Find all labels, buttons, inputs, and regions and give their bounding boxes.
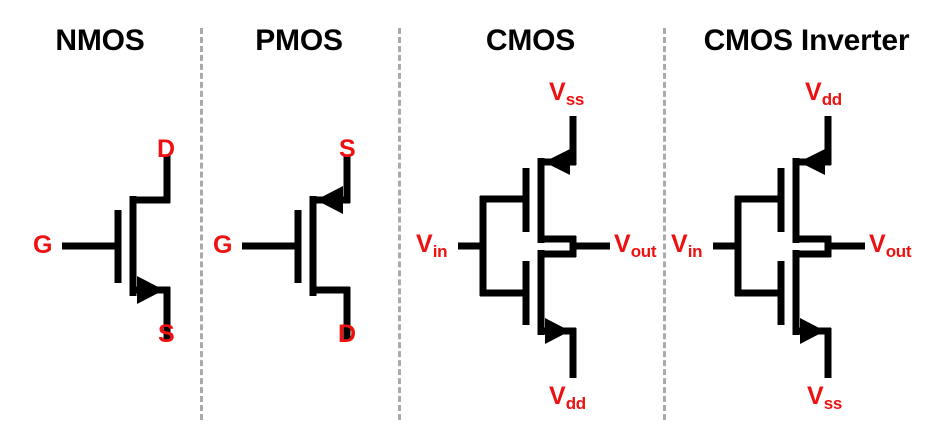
panel-title-cmos: CMOS xyxy=(485,24,576,57)
pmos-source-arrow-icon xyxy=(316,186,343,214)
cmos-input-label: Vin xyxy=(416,230,447,261)
nmos-symbol-diagram xyxy=(62,155,171,340)
inverter-output-label-sub: out xyxy=(885,242,912,261)
pmos-symbol-diagram xyxy=(242,155,351,340)
inverter-nmos-arrow-icon xyxy=(800,318,825,344)
nmos-drain-label-text: D xyxy=(157,135,176,163)
inverter-output-label: Vout xyxy=(869,230,912,261)
panel-title-cmos-inverter: CMOS Inverter xyxy=(703,24,910,57)
inverter-input-label: Vin xyxy=(671,230,702,261)
nmos-gate-label-text: G xyxy=(33,231,53,259)
pmos-drain-label-text: D xyxy=(338,320,357,348)
cmos-pmos-arrow-icon xyxy=(544,149,570,175)
cmos-supply-bottom-label-base: V xyxy=(549,382,566,410)
inverter-supply-top-label-base: V xyxy=(805,78,822,106)
cmos-input-label-base: V xyxy=(416,230,433,258)
pmos-gate-label-text: G xyxy=(213,231,233,259)
panel-divider-1 xyxy=(200,28,203,420)
cmos-supply-bottom-label: Vdd xyxy=(549,382,586,413)
cmos-output-label: Vout xyxy=(614,230,657,261)
panel-divider-2 xyxy=(398,28,401,420)
cmos-supply-bottom-label-sub: dd xyxy=(565,394,586,413)
pmos-source-label: S xyxy=(339,137,356,162)
cmos-supply-top-label-base: V xyxy=(549,78,566,106)
panel-title-nmos: NMOS xyxy=(55,24,145,57)
panel-divider-3 xyxy=(663,28,666,420)
cmos-nmos-arrow-icon xyxy=(545,318,570,344)
cmos-inverter-circuit-diagram xyxy=(713,116,865,378)
cmos-output-label-sub: out xyxy=(630,242,657,261)
inverter-supply-bottom-label-sub: ss xyxy=(823,394,843,413)
nmos-drain-label: D xyxy=(157,137,175,162)
inverter-supply-top-label: Vdd xyxy=(805,78,842,109)
pmos-drain-label: D xyxy=(338,322,356,347)
cmos-input-label-sub: in xyxy=(432,242,448,261)
cmos-circuit-diagram xyxy=(458,116,610,378)
inverter-input-label-sub: in xyxy=(687,242,703,261)
cmos-supply-top-label-sub: ss xyxy=(565,90,585,109)
inverter-supply-top-label-sub: dd xyxy=(821,90,842,109)
pmos-source-label-text: S xyxy=(339,135,356,163)
panel-title-pmos: PMOS xyxy=(255,24,343,57)
inverter-supply-bottom-label: Vss xyxy=(807,382,842,413)
nmos-source-label: S xyxy=(158,322,175,347)
inverter-input-label-base: V xyxy=(671,230,688,258)
cmos-supply-top-label: Vss xyxy=(549,78,584,109)
nmos-source-arrow-icon xyxy=(137,276,164,304)
cmos-output-label-base: V xyxy=(614,230,631,258)
panel-cmos: CMOS Vin xyxy=(398,0,663,447)
nmos-gate-label: G xyxy=(33,233,52,258)
panel-nmos: NMOS G D S xyxy=(0,0,200,447)
nmos-source-label-text: S xyxy=(158,320,175,348)
inverter-supply-bottom-label-base: V xyxy=(807,382,824,410)
pmos-gate-label: G xyxy=(213,233,232,258)
inverter-output-label-base: V xyxy=(869,230,886,258)
panel-cmos-inverter: CMOS Inverter Vin xyxy=(663,0,950,447)
panel-pmos: PMOS G S D xyxy=(200,0,398,447)
inverter-pmos-arrow-icon xyxy=(799,149,825,175)
